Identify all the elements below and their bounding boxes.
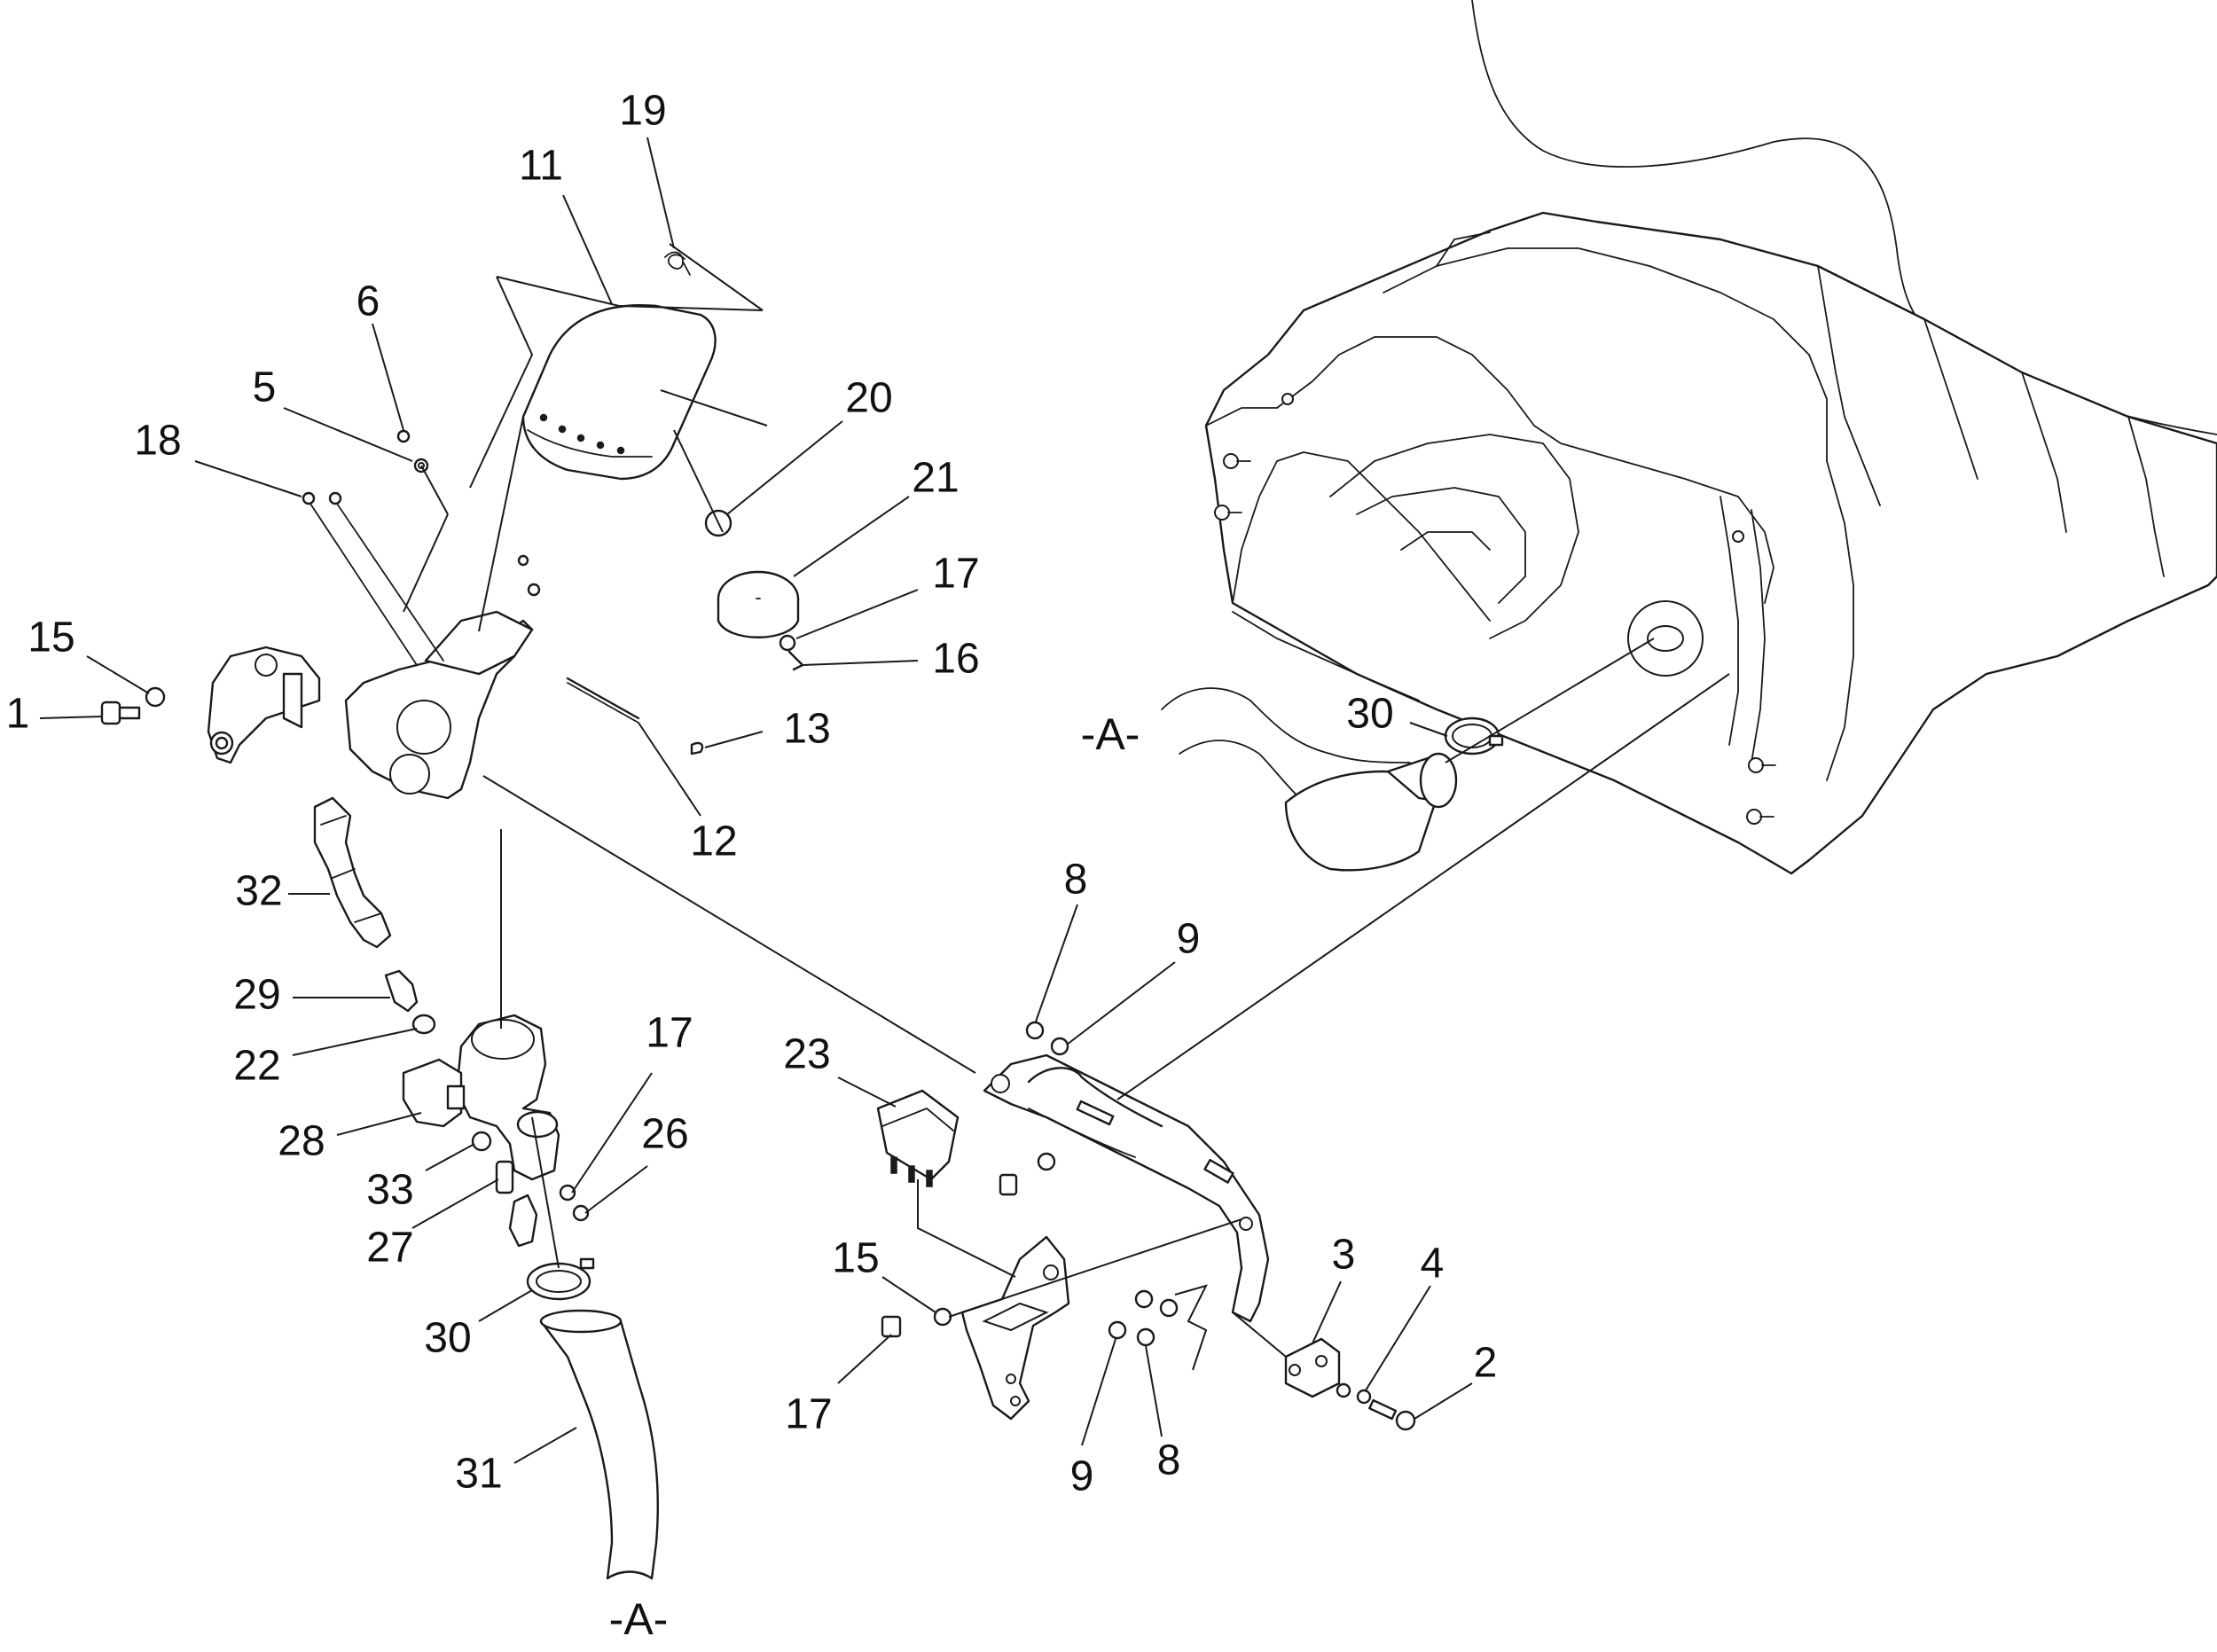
bolt-17-washer-15 [881,1307,952,1338]
callout-6: 6 [356,278,380,325]
callout-2: 2 [1474,1340,1498,1387]
bolt-2-washer-4 [1336,1382,1416,1431]
callout-8-lower: 8 [1157,1437,1181,1484]
callout-9-lower: 9 [1070,1453,1094,1500]
callout-numbers: 19 11 6 5 18 20 21 17 16 15 1 13 12 32 2… [6,88,1498,1500]
callout-23: 23 [783,1031,830,1078]
callout-30-upper: 30 [1346,691,1393,738]
bolt-and-washer-middle [999,1152,1056,1196]
plug-27 [495,1160,514,1194]
callout-4: 4 [1421,1241,1445,1288]
hose-upper [1161,687,1504,872]
bolt-1-washer-15 [100,686,166,725]
tractor-body-assembly [1204,0,2217,875]
washer-33 [471,1131,492,1152]
valve-body [455,1014,560,1181]
pedal-bracket-assembly [207,251,717,800]
callout-22: 22 [233,1043,280,1090]
fitting-29 [384,969,419,1013]
callout-3: 3 [1332,1232,1356,1279]
callout-20: 20 [845,375,892,422]
callout-8-upper: 8 [1064,857,1088,904]
nut-9-washer-8-lower [1108,1289,1179,1347]
callout-17-lower: 17 [785,1391,832,1438]
switch-bracket [960,1235,1070,1421]
callout-26: 26 [641,1111,688,1158]
view-label-top: -A- [1081,709,1140,759]
callout-9-upper: 9 [1177,916,1201,963]
view-label-bottom: -A- [609,1594,669,1644]
callout-18: 18 [134,418,181,465]
hose-31 [539,1309,659,1580]
washer-22 [411,1014,436,1035]
nut-26-washer-17 [559,1184,590,1222]
callout-33: 33 [366,1167,413,1214]
bracket-3 [1284,1337,1341,1398]
leader-lines [39,137,1730,1464]
nut-9-washer-8-upper [1025,1021,1069,1056]
callout-5: 5 [253,364,277,411]
small-hose-stub [508,1194,538,1248]
callout-32: 32 [235,868,282,915]
bracket-28 [402,1058,466,1128]
callout-28: 28 [278,1118,325,1165]
callout-16: 16 [932,636,979,683]
callout-19: 19 [619,88,666,135]
callout-12: 12 [690,818,737,865]
callout-15-upper: 15 [27,615,74,662]
callout-13: 13 [783,706,830,753]
linkage-bracket [983,1053,1270,1323]
body-studs [1214,393,1776,825]
callout-1: 1 [6,691,30,738]
callout-29: 29 [233,972,280,1019]
clamp-30-lower [526,1257,595,1301]
callout-17-upper: 17 [932,551,979,598]
switch-23 [876,1089,960,1187]
callout-21: 21 [912,455,959,502]
callout-31: 31 [455,1451,502,1498]
fitting-32 [313,796,392,949]
callout-17-middle: 17 [646,1010,693,1057]
callout-15-lower: 15 [832,1235,879,1282]
callout-27: 27 [366,1225,413,1272]
callout-30-lower: 30 [424,1315,471,1362]
bumper-stack [704,509,804,671]
callout-11: 11 [519,143,563,190]
